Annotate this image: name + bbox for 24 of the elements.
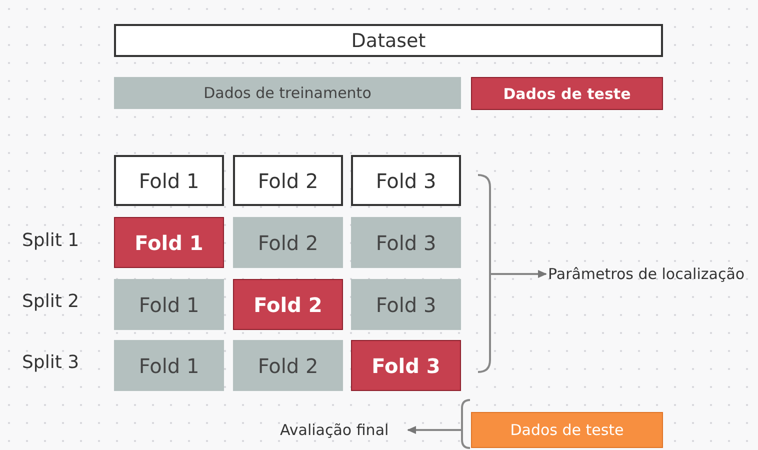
arrow <box>490 270 547 278</box>
fold-box: Fold 1 <box>114 340 224 391</box>
result-text: Avaliação final <box>280 418 406 442</box>
test-data-bar: Dados de teste <box>471 77 663 110</box>
fold-box: Fold 1 <box>114 279 224 330</box>
fold-box: Fold 3 <box>351 340 461 391</box>
fold-box: Fold 3 <box>351 217 461 268</box>
bracket <box>478 174 491 373</box>
fold-box: Fold 2 <box>233 217 343 268</box>
row-label: Split 2 <box>22 291 80 312</box>
fold-box: Fold 2 <box>233 155 343 206</box>
fold-box: Fold 3 <box>351 279 461 330</box>
fold-box: Fold 2 <box>233 340 343 391</box>
arrow <box>407 426 462 434</box>
dataset-bar: Dataset <box>114 24 663 57</box>
fold-box: Fold 3 <box>351 155 461 206</box>
result-text: Parâmetros de localização <box>548 262 756 286</box>
fold-box: Fold 1 <box>114 217 224 268</box>
training-data-bar: Dados de treinamento <box>114 77 461 109</box>
row-label: Split 1 <box>22 230 80 251</box>
test-data-bar: Dados de teste <box>471 412 663 448</box>
fold-box: Fold 2 <box>233 279 343 330</box>
row-label: Split 3 <box>22 352 80 373</box>
fold-box: Fold 1 <box>114 155 224 206</box>
